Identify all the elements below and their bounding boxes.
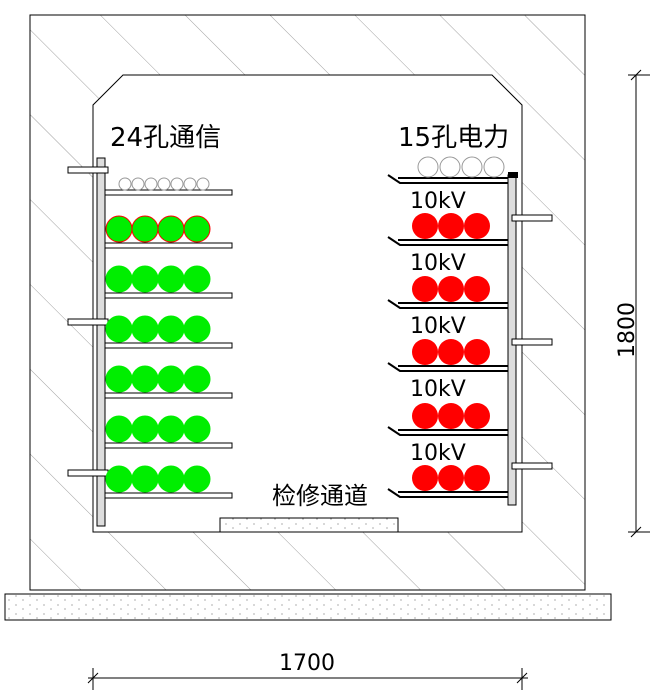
- comm-conduit: [105, 315, 133, 343]
- power-cable: [464, 213, 490, 239]
- comm-shelf: [104, 342, 233, 349]
- anchor-bolt: [67, 318, 109, 326]
- power-cable: [464, 339, 490, 365]
- power-cable: [438, 403, 464, 429]
- power-cable: [412, 213, 438, 239]
- comm-conduit: [183, 215, 211, 243]
- comm-conduit: [105, 215, 133, 243]
- height-dimension-label: 1800: [615, 302, 640, 358]
- comm-shelf: [104, 189, 233, 196]
- comm-shelf: [104, 492, 233, 499]
- power-cable: [438, 339, 464, 365]
- comm-conduit: [131, 365, 159, 393]
- comm-support-rail: [96, 157, 106, 527]
- walkway-base: [219, 517, 399, 533]
- power-cable: [412, 465, 438, 491]
- voltage-label: 10kV: [410, 377, 466, 402]
- comm-conduit: [105, 465, 133, 493]
- voltage-label: 10kV: [410, 314, 466, 339]
- power-cable: [412, 276, 438, 302]
- comm-shelf: [104, 242, 233, 249]
- comm-conduit: [131, 415, 159, 443]
- spare-conduit: [118, 177, 132, 191]
- comm-conduit: [131, 465, 159, 493]
- walkway-label: 检修通道: [272, 482, 368, 510]
- power-shelf: [387, 362, 508, 372]
- voltage-label: 10kV: [410, 189, 466, 214]
- comm-conduit: [131, 265, 159, 293]
- foundation-slab: [4, 593, 612, 621]
- width-dimension-label: 1700: [279, 651, 335, 676]
- power-cable: [464, 403, 490, 429]
- spare-conduit: [144, 177, 158, 191]
- spare-conduit: [131, 177, 145, 191]
- comm-conduit: [157, 465, 185, 493]
- comm-conduit: [157, 215, 185, 243]
- spare-conduit: [483, 156, 505, 178]
- spare-conduit: [170, 177, 184, 191]
- spare-conduit: [196, 177, 210, 191]
- comm-conduit: [131, 315, 159, 343]
- comm-conduit: [157, 415, 185, 443]
- comm-conduit: [105, 415, 133, 443]
- spare-conduit: [439, 156, 461, 178]
- power-cable: [438, 465, 464, 491]
- spare-conduit: [157, 177, 171, 191]
- width-dimension: [87, 668, 528, 690]
- power-shelf: [387, 174, 508, 184]
- comm-conduit: [183, 465, 211, 493]
- power-cable: [412, 339, 438, 365]
- voltage-label: 10kV: [410, 251, 466, 276]
- comm-conduit: [157, 265, 185, 293]
- comm-shelf: [104, 292, 233, 299]
- comm-conduit: [183, 265, 211, 293]
- comm-conduit: [183, 415, 211, 443]
- spare-conduit: [183, 177, 197, 191]
- anchor-bolt: [67, 469, 109, 477]
- power-shelf: [387, 488, 508, 498]
- power-title: 15孔电力: [398, 123, 509, 153]
- comm-shelf: [104, 442, 233, 449]
- comm-shelf: [104, 392, 233, 399]
- comm-conduit: [183, 315, 211, 343]
- comm-conduit: [183, 365, 211, 393]
- comm-conduit: [131, 215, 159, 243]
- anchor-bolt: [67, 166, 109, 174]
- comm-title: 24孔通信: [110, 123, 221, 153]
- power-cable: [464, 276, 490, 302]
- power-cable: [412, 403, 438, 429]
- power-cable: [438, 276, 464, 302]
- spare-conduit: [461, 156, 483, 178]
- voltage-label: 10kV: [410, 441, 466, 466]
- power-shelf: [387, 236, 508, 246]
- anchor-bolt: [511, 214, 553, 222]
- spare-conduit: [417, 156, 439, 178]
- comm-conduit: [105, 265, 133, 293]
- anchor-bolt: [511, 338, 553, 346]
- height-dimension: [628, 69, 650, 538]
- comm-conduit: [157, 315, 185, 343]
- power-cable: [438, 213, 464, 239]
- power-cable: [464, 465, 490, 491]
- concrete-wall: [29, 14, 586, 591]
- comm-conduit: [157, 365, 185, 393]
- power-shelf: [387, 299, 508, 309]
- anchor-bolt: [511, 462, 553, 470]
- power-shelf: [387, 426, 508, 436]
- comm-conduit: [105, 365, 133, 393]
- rail-cap: [508, 172, 518, 178]
